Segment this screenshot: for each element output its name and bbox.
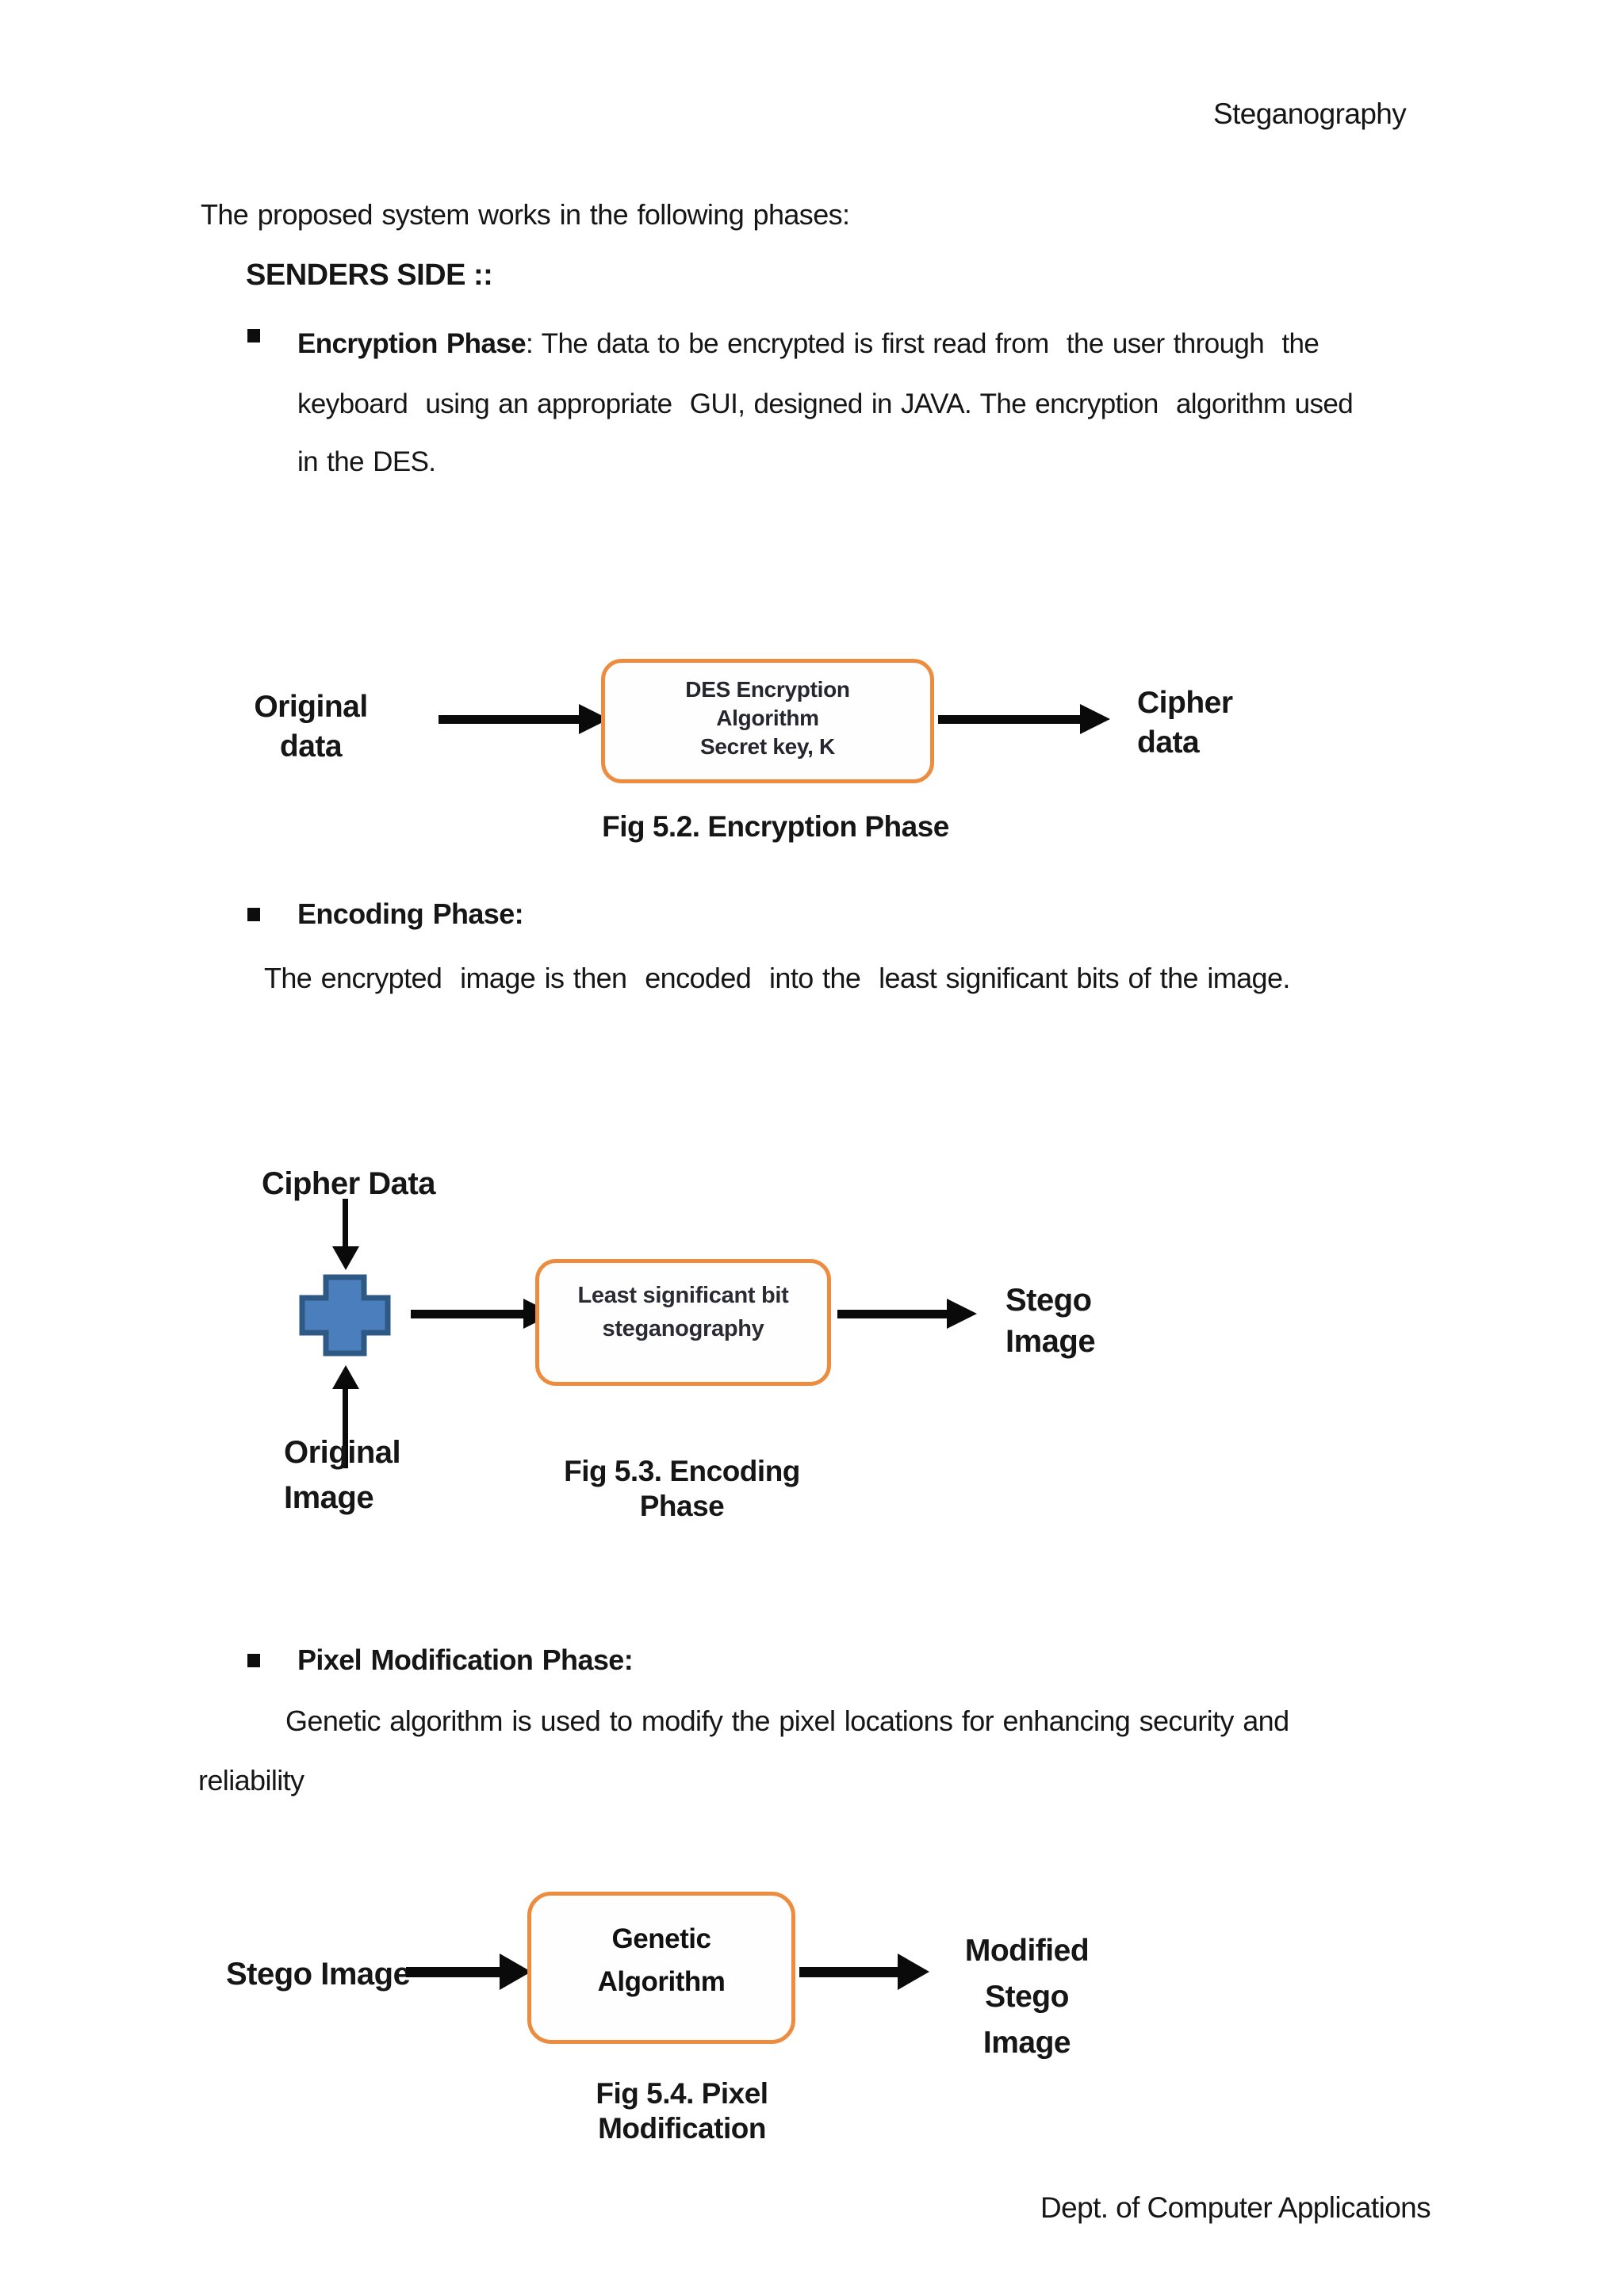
- page-footer-text: Dept. of Computer Applications: [1040, 2191, 1431, 2224]
- fig54-caption: Fig 5.4. Pixel Modification: [596, 2077, 768, 2145]
- fig53-process-box: Least significant bit steganography: [535, 1259, 831, 1386]
- pixel-phase-label: Pixel Modification Phase:: [297, 1644, 634, 1676]
- arrow-shaft: [938, 715, 1081, 724]
- bullet-square-icon: [247, 1654, 260, 1667]
- fig54-input-label: Stego Image: [226, 1957, 411, 1992]
- encryption-phase-line1: Encryption Phase: The data to be encrypt…: [297, 327, 1320, 362]
- arrow-shaft: [343, 1387, 348, 1468]
- intro-text: The proposed system works in the followi…: [201, 198, 850, 231]
- arrow-head: [1080, 704, 1110, 734]
- arrow-right-icon: [938, 704, 1110, 734]
- encryption-phase-line3: in the DES.: [297, 446, 436, 477]
- fig53-caption: Fig 5.3. Encoding Phase: [564, 1455, 800, 1522]
- encoding-phase-text: The encrypted image is then encoded into…: [264, 962, 1290, 994]
- fig52-input-label: Original data: [254, 690, 368, 763]
- fig54-box-text: Genetic Algorithm: [597, 1923, 726, 1997]
- arrow-shaft: [837, 1310, 948, 1318]
- arrow-shaft: [343, 1199, 348, 1248]
- fig53-box-text: Least significant bit steganography: [577, 1283, 789, 1341]
- encryption-phase-label: Encryption Phase: [297, 328, 527, 359]
- arrow-shaft: [799, 1967, 898, 1977]
- arrow-right-icon: [411, 1299, 553, 1329]
- arrow-head: [500, 1954, 531, 1990]
- page-header-title: Steganography: [1213, 98, 1407, 130]
- pixel-phase-line1: Genetic algorithm is used to modify the …: [285, 1705, 1289, 1737]
- senders-side-heading: SENDERS SIDE ::: [246, 258, 493, 292]
- fig53-output-label: Stego Image: [1005, 1283, 1096, 1359]
- arrow-up-icon: [332, 1365, 359, 1468]
- arrow-head: [332, 1365, 359, 1389]
- fig52-process-box: DES Encryption Algorithm Secret key, K: [601, 659, 934, 783]
- arrow-head: [332, 1246, 359, 1270]
- arrow-right-icon: [799, 1954, 933, 1990]
- fig52-box-text: DES Encryption Algorithm Secret key, K: [685, 677, 850, 759]
- bullet-square-icon: [247, 329, 260, 342]
- arrow-right-icon: [406, 1954, 531, 1990]
- encryption-phase-text: : The data to be encrypted is first read…: [526, 328, 1320, 359]
- fig54-process-box: Genetic Algorithm: [527, 1892, 795, 2044]
- arrow-head: [898, 1954, 929, 1990]
- arrow-shaft: [411, 1310, 524, 1318]
- fig52-caption: Fig 5.2. Encryption Phase: [602, 810, 949, 843]
- arrow-down-icon: [332, 1199, 359, 1270]
- fig52-output-label: Cipher data: [1137, 686, 1233, 760]
- arrow-right-icon: [837, 1299, 977, 1329]
- encryption-phase-line2: keyboard using an appropriate GUI, desig…: [297, 388, 1354, 419]
- arrow-right-icon: [439, 704, 609, 734]
- fig54-output-label: Modified Stego Image: [964, 1934, 1090, 2060]
- merge-plus-icon: [299, 1274, 391, 1357]
- pixel-phase-line2: reliability: [198, 1764, 304, 1797]
- arrow-shaft: [406, 1967, 500, 1977]
- encoding-phase-label: Encoding Phase:: [297, 897, 524, 930]
- fig53-bottom-label: Original Image: [284, 1435, 401, 1515]
- fig53-top-label: Cipher Data: [262, 1166, 436, 1201]
- arrow-shaft: [439, 715, 580, 724]
- arrow-head: [947, 1299, 977, 1329]
- bullet-square-icon: [247, 908, 260, 921]
